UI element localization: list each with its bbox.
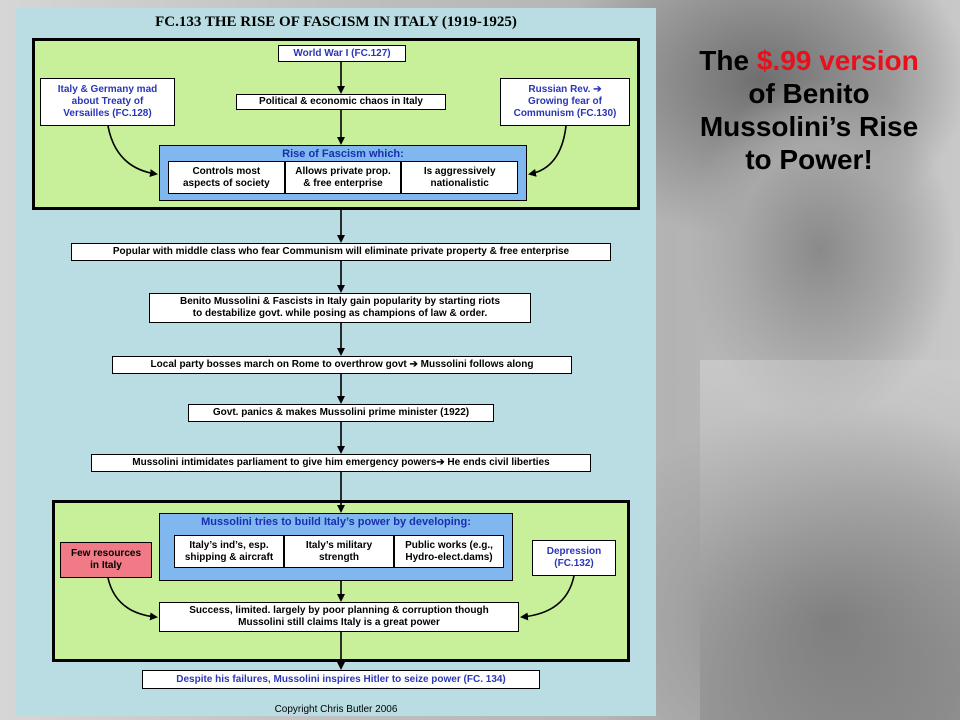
success-line2: Mussolini still claims Italy is a great …: [238, 617, 440, 628]
slide-title-line3: Mussolini’s Rise: [699, 111, 919, 142]
build-item-military-l2: strength: [318, 551, 359, 563]
popular-box: Popular with middle class who fear Commu…: [71, 243, 611, 261]
build-item-industry: Italy’s ind’s, esp.shipping & aircraft: [174, 535, 284, 568]
success-line1: Success, limited. largely by poor planni…: [189, 605, 489, 616]
arrow-russian-rise: [528, 125, 567, 177]
rise-of-fascism-title: Rise of Fascism which:: [282, 148, 404, 160]
few-resources-line1: Few resources: [70, 548, 142, 559]
slide-title-line2: of Benito: [748, 78, 870, 109]
italy-germany-line1: Italy & Germany mad: [57, 84, 158, 95]
slide-title-highlight: $.99 version: [756, 45, 919, 76]
build-power-frame: Mussolini tries to build Italy’s power b…: [159, 513, 513, 581]
flowchart-headline: FC.133 THE RISE OF FASCISM IN ITALY (191…: [155, 14, 517, 30]
slide-title-line4: to Power!: [745, 144, 873, 175]
build-item-industry-l2: shipping & aircraft: [184, 551, 274, 563]
rise-item-nat-l1: Is aggressively: [423, 165, 496, 177]
success-box: Success, limited. largely by poor planni…: [159, 602, 519, 632]
rise-item-controls-l1: Controls most: [192, 165, 261, 177]
riots-line2: to destabilize govt. while posing as cha…: [192, 308, 488, 319]
flowchart-panel: FC.133 THE RISE OF FASCISM IN ITALY (191…: [16, 8, 656, 716]
build-item-public-works: Public works (e.g.,Hydro-elect.dams): [394, 535, 504, 568]
build-item-pw-l1: Public works (e.g.,: [405, 539, 493, 551]
march-box: Local party bosses march on Rome to over…: [112, 356, 572, 374]
arrow-italy-rise: [107, 125, 158, 178]
italy-germany-line3: Versailles (FC.128): [63, 108, 152, 119]
flow-arrows: [107, 62, 575, 670]
build-item-industry-l1: Italy’s ind’s, esp.: [189, 539, 269, 551]
russian-rev-line3: Communism (FC.130): [513, 108, 617, 119]
rise-item-nat-l2: nationalistic: [430, 177, 489, 189]
rise-item-private-l2: & free enterprise: [303, 177, 383, 189]
rise-item-controls-l2: aspects of society: [182, 177, 270, 189]
depression-box: Depression (FC.132): [532, 540, 616, 576]
riots-box: Benito Mussolini & Fascists in Italy gai…: [149, 293, 531, 323]
few-resources-box: Few resources in Italy: [60, 542, 152, 578]
slide-title: The $.99 version of Benito Mussolini’s R…: [662, 44, 956, 176]
build-item-pw-l2: Hydro-elect.dams): [405, 551, 493, 563]
photo-background-shade: [700, 360, 960, 720]
russian-rev-line1: Russian Rev. ➔: [528, 84, 602, 95]
italy-germany-line2: about Treaty of: [71, 96, 144, 107]
build-item-military-l1: Italy’s military: [305, 539, 373, 551]
depression-line2: (FC.132): [554, 558, 594, 569]
despite-box: Despite his failures, Mussolini inspires…: [142, 670, 540, 689]
riots-line1: Benito Mussolini & Fascists in Italy gai…: [179, 296, 501, 307]
rise-item-private: Allows private prop.& free enterprise: [284, 161, 402, 194]
rise-item-private-l1: Allows private prop.: [295, 165, 391, 177]
panics-box: Govt. panics & makes Mussolini prime min…: [188, 404, 494, 422]
intimidates-box: Mussolini intimidates parliament to give…: [91, 454, 591, 472]
slide-title-prefix: The: [699, 45, 757, 76]
depression-line1: Depression: [546, 546, 602, 557]
build-items: Italy’s ind’s, esp.shipping & aircraft I…: [174, 535, 504, 568]
russian-rev-line2: Growing fear of: [528, 96, 602, 107]
arrow-depression-success: [520, 575, 575, 621]
italy-germany-box: Italy & Germany mad about Treaty of Vers…: [40, 78, 175, 126]
chaos-box: Political & economic chaos in Italy: [236, 94, 446, 110]
build-power-title: Mussolini tries to build Italy’s power b…: [201, 516, 471, 528]
copyright-text: Copyright Chris Butler 2006: [274, 704, 398, 715]
arrow-resources-success: [107, 577, 158, 621]
few-resources-line2: in Italy: [90, 560, 122, 571]
russian-rev-box: Russian Rev. ➔ Growing fear of Communism…: [500, 78, 630, 126]
world-war-box: World War I (FC.127): [278, 45, 406, 62]
